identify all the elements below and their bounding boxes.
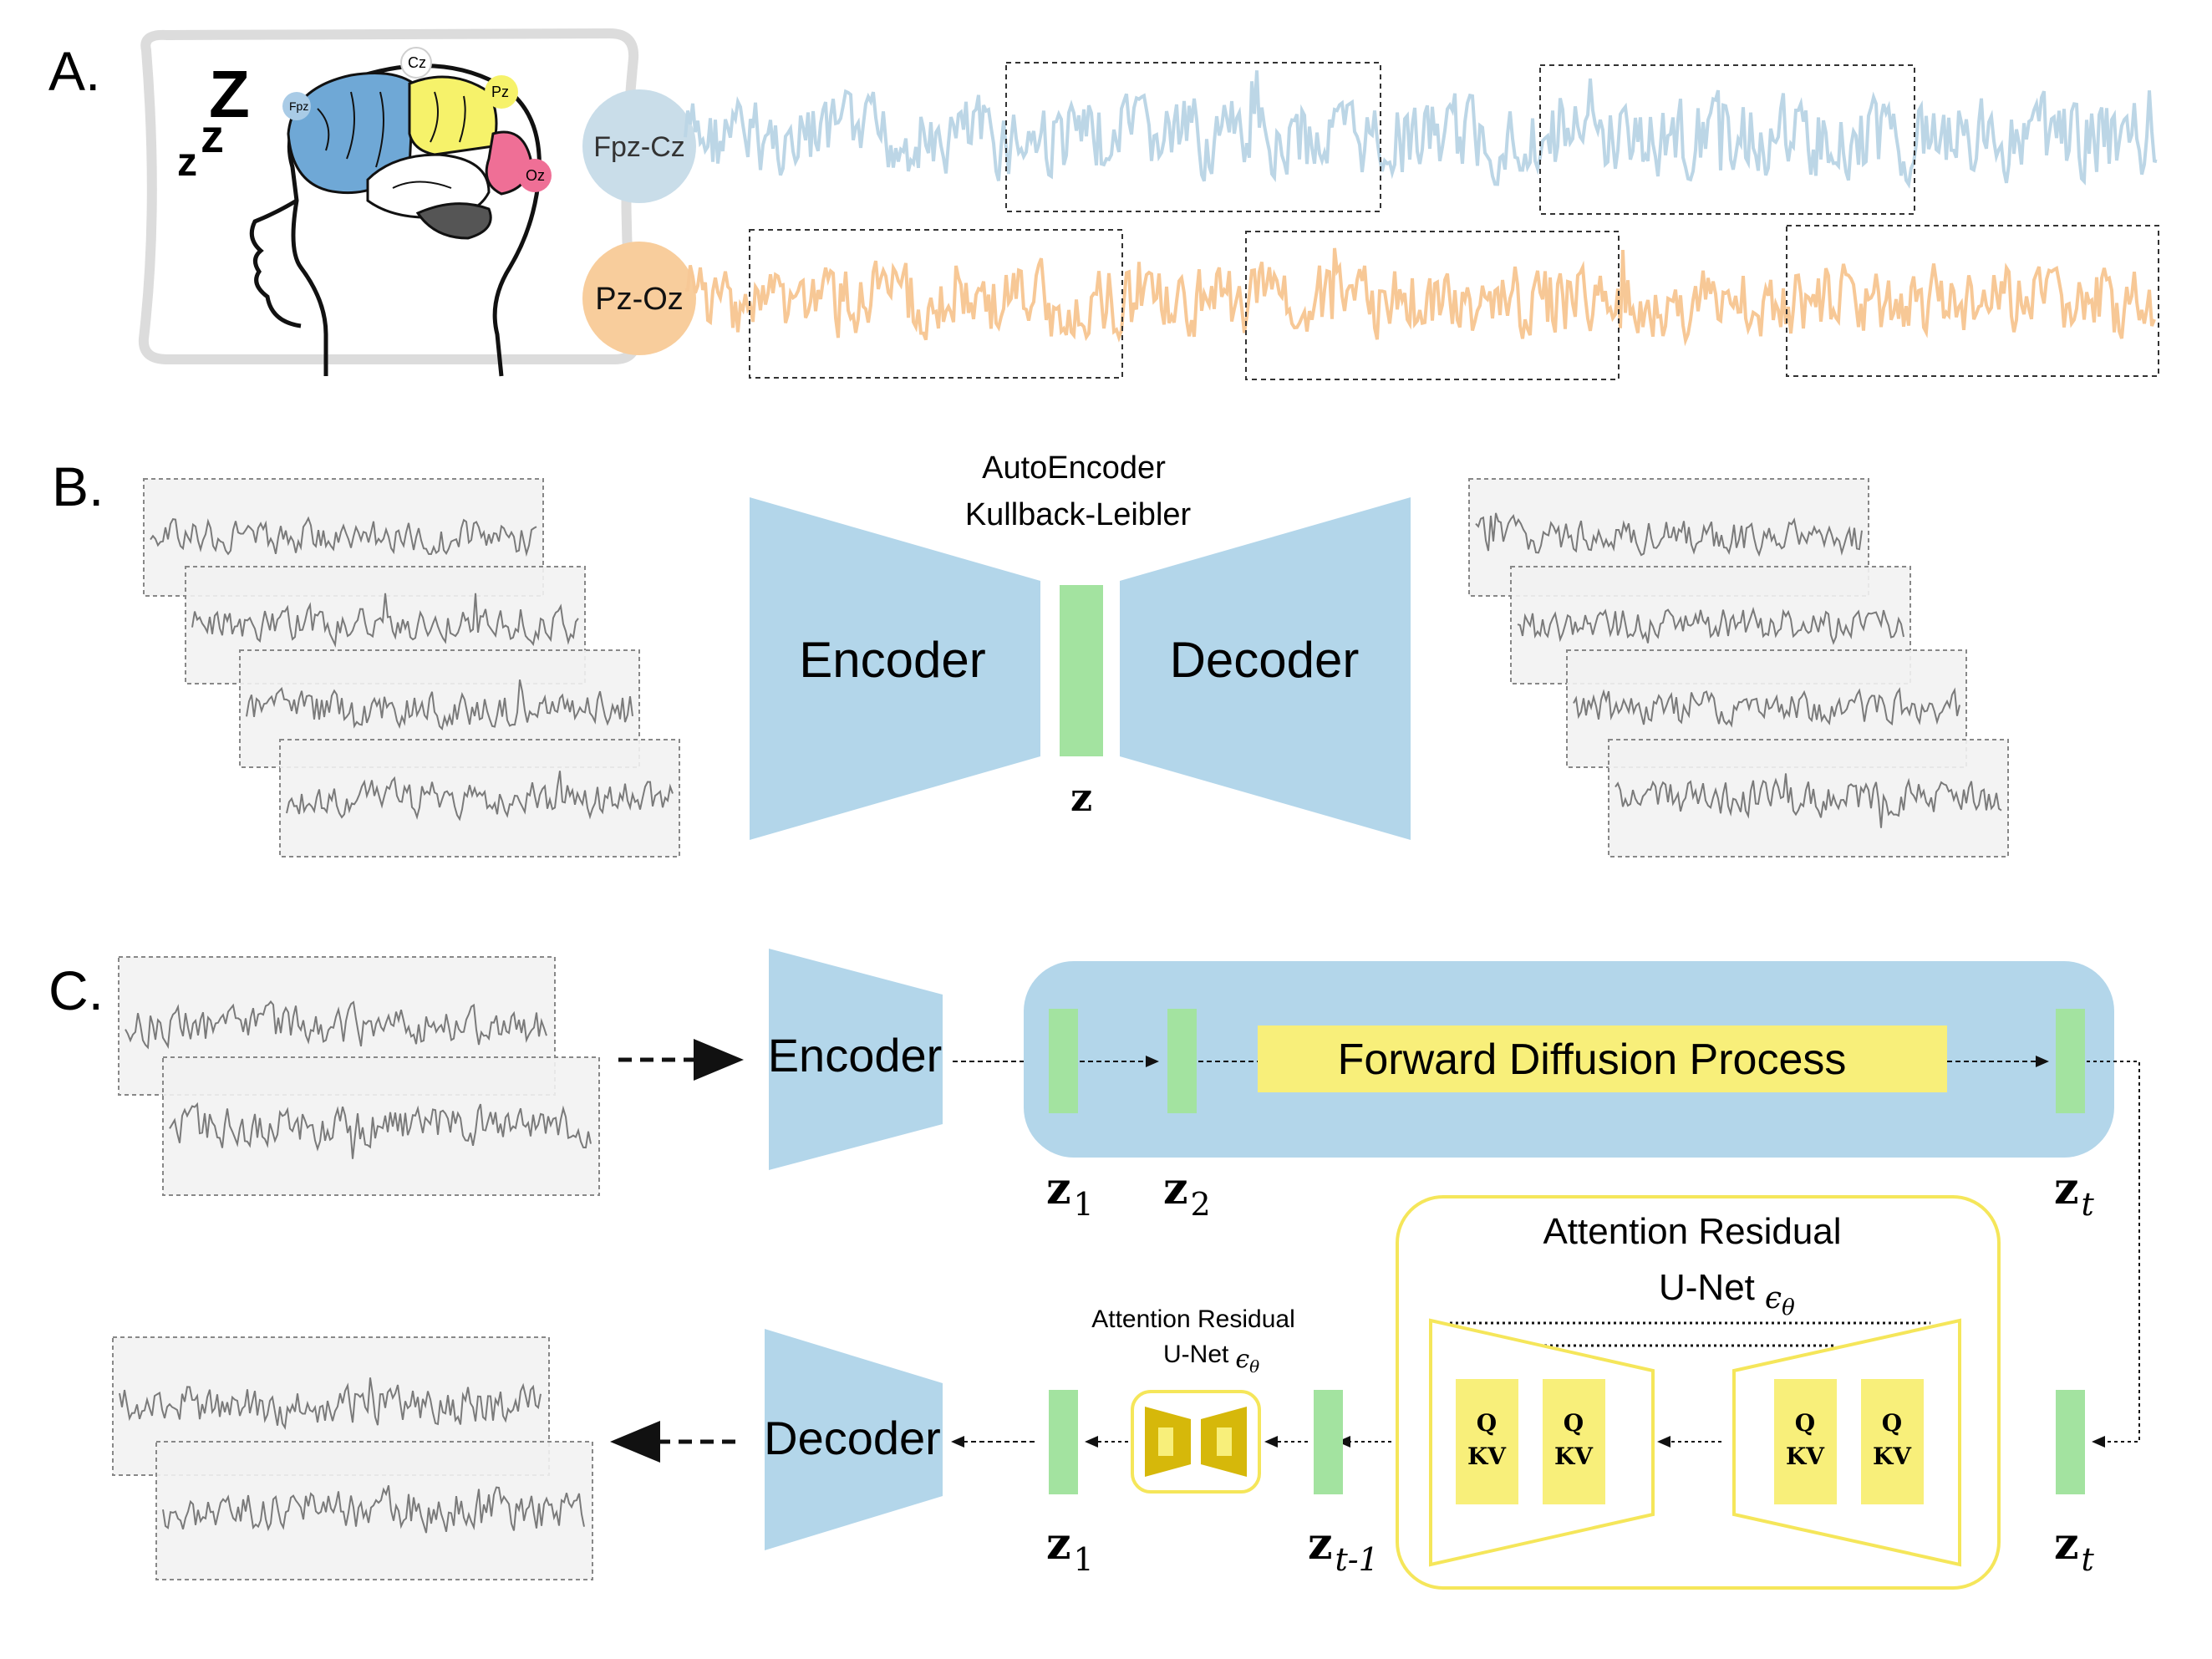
channel-badge-fpz-cz xyxy=(582,89,696,203)
sleep-letter-mid: z xyxy=(201,109,224,162)
eeg-signal-pz-oz xyxy=(684,247,2156,347)
input-epoch-pair xyxy=(118,956,600,1196)
svg-text:Fpz: Fpz xyxy=(289,99,308,113)
eeg-signal-fpz-cz xyxy=(684,70,2158,189)
panel-b-label: B. xyxy=(52,455,104,517)
svg-text:KV: KV xyxy=(1554,1443,1594,1470)
unet-encoder-branch xyxy=(1429,1318,1655,1567)
input-epoch-stack xyxy=(143,478,680,857)
electrode-fpz xyxy=(282,92,311,120)
decoder-block-b xyxy=(1120,497,1411,840)
channel-badge-pz-oz xyxy=(582,242,696,355)
attention-block-4: Q KV xyxy=(1861,1379,1924,1504)
svg-text:Pz: Pz xyxy=(491,84,509,100)
svg-text:Q: Q xyxy=(1477,1409,1497,1437)
svg-text:Oz: Oz xyxy=(526,167,545,184)
unet-big-title: Attention Residual xyxy=(1543,1211,1841,1252)
epoch-signal xyxy=(162,1485,585,1534)
zt1-bar xyxy=(1314,1390,1343,1494)
z2-label: z2 xyxy=(1163,1163,1211,1223)
channel-fpz-cz: Fpz-Cz xyxy=(582,62,2158,215)
attention-block-1: Q KV xyxy=(1456,1379,1518,1504)
svg-text:Q: Q xyxy=(1882,1409,1902,1437)
epoch-card xyxy=(279,739,680,857)
epoch-signal xyxy=(169,1102,592,1159)
encoder-label-c: Encoder xyxy=(768,1029,943,1081)
svg-text:KV: KV xyxy=(1873,1443,1912,1470)
unet-small-title: Attention Residual xyxy=(1091,1305,1295,1333)
zt-bottom-label: zt xyxy=(2054,1519,2095,1578)
unet-big-frame xyxy=(1396,1195,2001,1590)
z1-bottom-bar xyxy=(1049,1390,1078,1494)
panel-c-label: C. xyxy=(48,959,104,1021)
sleep-letter-small: z xyxy=(177,140,197,185)
zt-bottom-bar xyxy=(2056,1390,2085,1494)
electrode-oz xyxy=(518,159,552,192)
unet-decoder-branch xyxy=(1732,1318,1961,1567)
epoch-signal xyxy=(1517,606,1904,645)
zt-top-label: zt xyxy=(2054,1163,2095,1223)
zt1-label: zt-1 xyxy=(1308,1519,1379,1578)
sleep-zzz: Z z z xyxy=(177,57,250,185)
zt-top-bar xyxy=(2056,1009,2085,1113)
panel-a-label: A. xyxy=(48,40,100,102)
generated-epoch-pair xyxy=(112,1336,593,1580)
latent-z-bar xyxy=(1060,585,1103,756)
channel-pz-oz: Pz-Oz xyxy=(582,225,2159,380)
attention-block-3: Q KV xyxy=(1774,1379,1837,1504)
autoencoder-subtitle: Kullback-Leibler xyxy=(965,497,1192,532)
electrode-cz xyxy=(400,47,432,79)
z1-top-label: z1 xyxy=(1046,1163,1094,1223)
forward-diffusion-box xyxy=(1258,1025,1947,1092)
epoch-signal xyxy=(125,1000,547,1050)
autoencoder-title: AutoEncoder xyxy=(982,450,1166,486)
electrode-pz xyxy=(485,75,518,109)
svg-text:Q: Q xyxy=(1564,1409,1584,1437)
brain: Fpz Cz Pz Oz xyxy=(282,47,552,240)
svg-text:KV: KV xyxy=(1467,1443,1507,1470)
epoch-signal xyxy=(119,1377,542,1431)
epoch-signal xyxy=(1475,512,1863,557)
encoder-block-c xyxy=(769,949,943,1170)
epoch-card xyxy=(155,1441,593,1580)
epoch-signal xyxy=(1573,687,1960,728)
forward-diffusion-label: Forward Diffusion Process xyxy=(1338,1036,1847,1084)
sleep-letter-big: Z xyxy=(209,57,250,131)
encoder-label-b: Encoder xyxy=(799,632,985,688)
attention-block-2: Q KV xyxy=(1543,1379,1605,1504)
reconstructed-epoch-stack xyxy=(1468,478,2009,857)
latent-z-label: z xyxy=(1070,775,1092,820)
arrow-zt-loop-down xyxy=(2087,1061,2140,1448)
epoch-signal xyxy=(1615,773,2002,828)
epoch-card xyxy=(162,1056,600,1196)
unet-small-frame xyxy=(1131,1390,1261,1494)
svg-text:Q: Q xyxy=(1795,1409,1815,1437)
epoch-signal xyxy=(150,516,537,557)
channel-label-fpz-cz: Fpz-Cz xyxy=(593,131,685,163)
decoder-label-b: Decoder xyxy=(1170,632,1360,688)
decoder-block-c xyxy=(765,1329,943,1550)
z2-bar xyxy=(1167,1009,1197,1113)
epoch-signal xyxy=(191,593,579,649)
svg-text:KV: KV xyxy=(1786,1443,1825,1470)
epoch-signal xyxy=(246,679,633,731)
svg-text:Cz: Cz xyxy=(408,54,426,71)
decoder-label-c: Decoder xyxy=(764,1412,941,1464)
epoch-signal xyxy=(286,771,674,822)
encoder-block-b xyxy=(750,497,1040,840)
z1-top-bar xyxy=(1049,1009,1078,1113)
z1-bottom-label: z1 xyxy=(1046,1519,1094,1578)
channel-label-pz-oz: Pz-Oz xyxy=(595,282,684,317)
